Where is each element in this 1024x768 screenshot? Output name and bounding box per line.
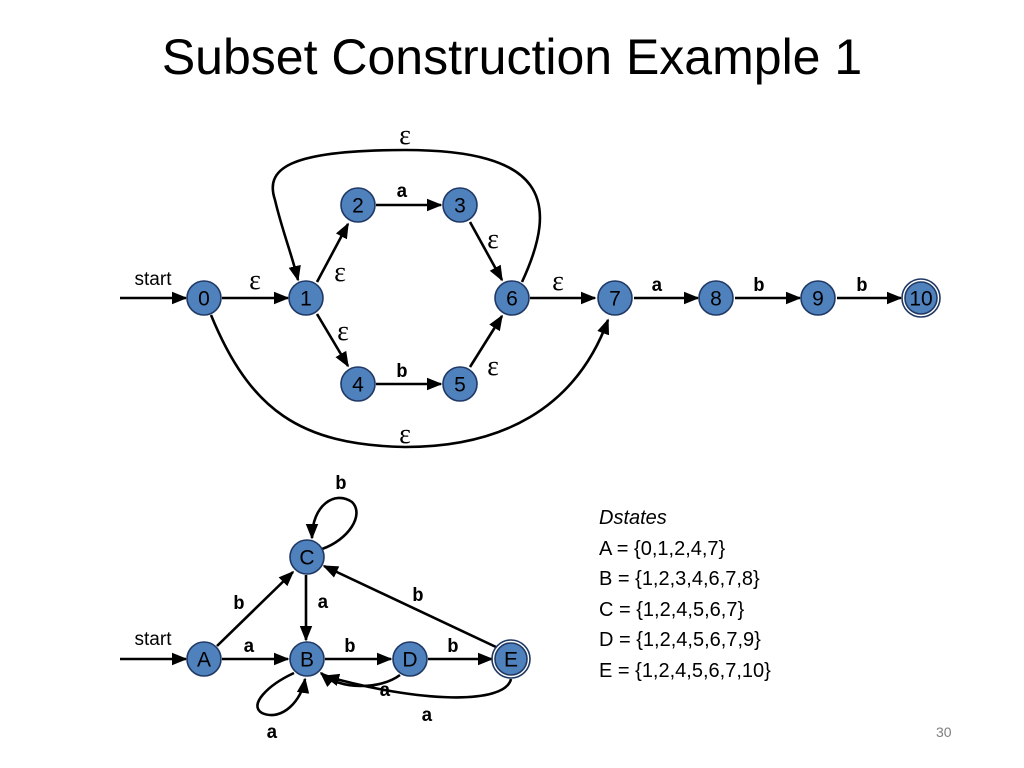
dfa-state-B: B	[289, 641, 325, 677]
nfa-label-3-6: ε	[487, 224, 499, 255]
slide-title: Subset Construction Example 1	[161, 29, 863, 85]
dfa-label-C-C: b	[335, 473, 346, 495]
nfa-label-8-9: b	[753, 275, 764, 297]
svg-text:9: 9	[812, 288, 824, 311]
nfa-start-label: start	[135, 269, 173, 290]
dfa-edge-E-B	[323, 673, 513, 699]
svg-text:3: 3	[454, 195, 466, 218]
dstates-row-D: D = {1,2,4,5,6,7,9}	[599, 629, 761, 651]
svg-text:5: 5	[454, 374, 466, 397]
nfa-state-1: 1	[288, 280, 324, 316]
dfa-state-C: C	[289, 539, 325, 575]
dfa-start-label: start	[135, 629, 173, 650]
nfa-state-3: 3	[442, 187, 478, 223]
nfa-diagram: start ε ε ε ε a ε b ε ε ε a b b 0	[120, 120, 941, 450]
nfa-label-2-3: a	[396, 181, 407, 203]
nfa-state-7: 7	[597, 280, 633, 316]
nfa-label-0-1: ε	[249, 265, 261, 296]
nfa-edge-5-6	[468, 314, 504, 368]
nfa-label-1-2: ε	[334, 257, 346, 288]
dstates-row-B: B = {1,2,3,4,6,7,8}	[599, 568, 760, 590]
nfa-edge-1-2	[315, 222, 350, 283]
nfa-label-6-7: ε	[552, 266, 564, 297]
nfa-state-4: 4	[340, 366, 376, 402]
dfa-label-D-E: b	[447, 636, 458, 658]
dstates-row-E: E = {1,2,4,5,6,7,10}	[599, 659, 771, 682]
nfa-label-4-5: b	[396, 361, 407, 383]
dfa-label-E-B: a	[421, 705, 432, 727]
nfa-label-6-1: ε	[399, 120, 411, 151]
svg-text:7: 7	[609, 288, 621, 311]
svg-text:1: 1	[300, 288, 312, 311]
nfa-state-10-accepting: 10	[901, 278, 941, 318]
nfa-state-2: 2	[340, 187, 376, 223]
dfa-edge-A-C	[216, 570, 295, 647]
svg-text:D: D	[402, 649, 417, 672]
svg-text:10: 10	[909, 288, 932, 311]
dfa-edge-B-B	[256, 671, 310, 717]
dstates-heading: Dstates	[599, 507, 667, 529]
nfa-label-5-6: ε	[487, 351, 499, 382]
svg-text:4: 4	[352, 374, 364, 397]
dstates-row-C: C = {1,2,4,5,6,7}	[599, 598, 745, 621]
dfa-label-A-B: a	[243, 636, 254, 658]
dfa-label-E-C: b	[412, 585, 423, 607]
nfa-label-0-7: ε	[399, 419, 411, 450]
dfa-label-C-B: a	[317, 592, 328, 614]
dstates-row-A: A = {0,1,2,4,7}	[599, 537, 726, 560]
svg-text:6: 6	[506, 288, 518, 311]
dfa-state-E-accepting: E	[491, 639, 531, 679]
svg-text:0: 0	[198, 288, 210, 311]
nfa-state-9: 9	[800, 280, 836, 316]
svg-text:2: 2	[352, 195, 364, 218]
svg-text:B: B	[300, 649, 314, 672]
nfa-state-8: 8	[698, 280, 734, 316]
dfa-label-B-D: b	[344, 636, 355, 658]
nfa-state-0: 0	[186, 280, 222, 316]
nfa-state-6: 6	[494, 280, 530, 316]
svg-text:8: 8	[710, 288, 722, 311]
dfa-state-A: A	[186, 641, 222, 677]
nfa-label-7-8: a	[651, 275, 662, 297]
nfa-label-9-10: b	[856, 275, 867, 297]
dfa-label-A-C: b	[233, 593, 244, 615]
dfa-label-D-B: a	[379, 680, 390, 702]
dfa-edge-E-C	[322, 564, 497, 649]
svg-text:A: A	[197, 649, 211, 672]
dfa-edge-C-C	[305, 496, 358, 551]
nfa-label-1-4: ε	[337, 316, 349, 347]
dstates-list: Dstates A = {0,1,2,4,7} B = {1,2,3,4,6,7…	[599, 503, 771, 686]
dfa-label-B-B: a	[266, 722, 277, 744]
dfa-diagram: start a b a b a b a b a b A B	[120, 473, 531, 744]
nfa-state-5: 5	[442, 366, 478, 402]
nfa-edge-6-1	[271, 148, 542, 283]
nfa-edge-3-6	[468, 221, 504, 282]
dfa-state-D: D	[392, 641, 428, 677]
svg-text:E: E	[504, 649, 518, 672]
nfa-edge-1-4	[315, 313, 350, 368]
svg-text:C: C	[299, 547, 314, 570]
nfa-edge-0-7	[209, 314, 610, 449]
page-number: 30	[936, 724, 952, 740]
